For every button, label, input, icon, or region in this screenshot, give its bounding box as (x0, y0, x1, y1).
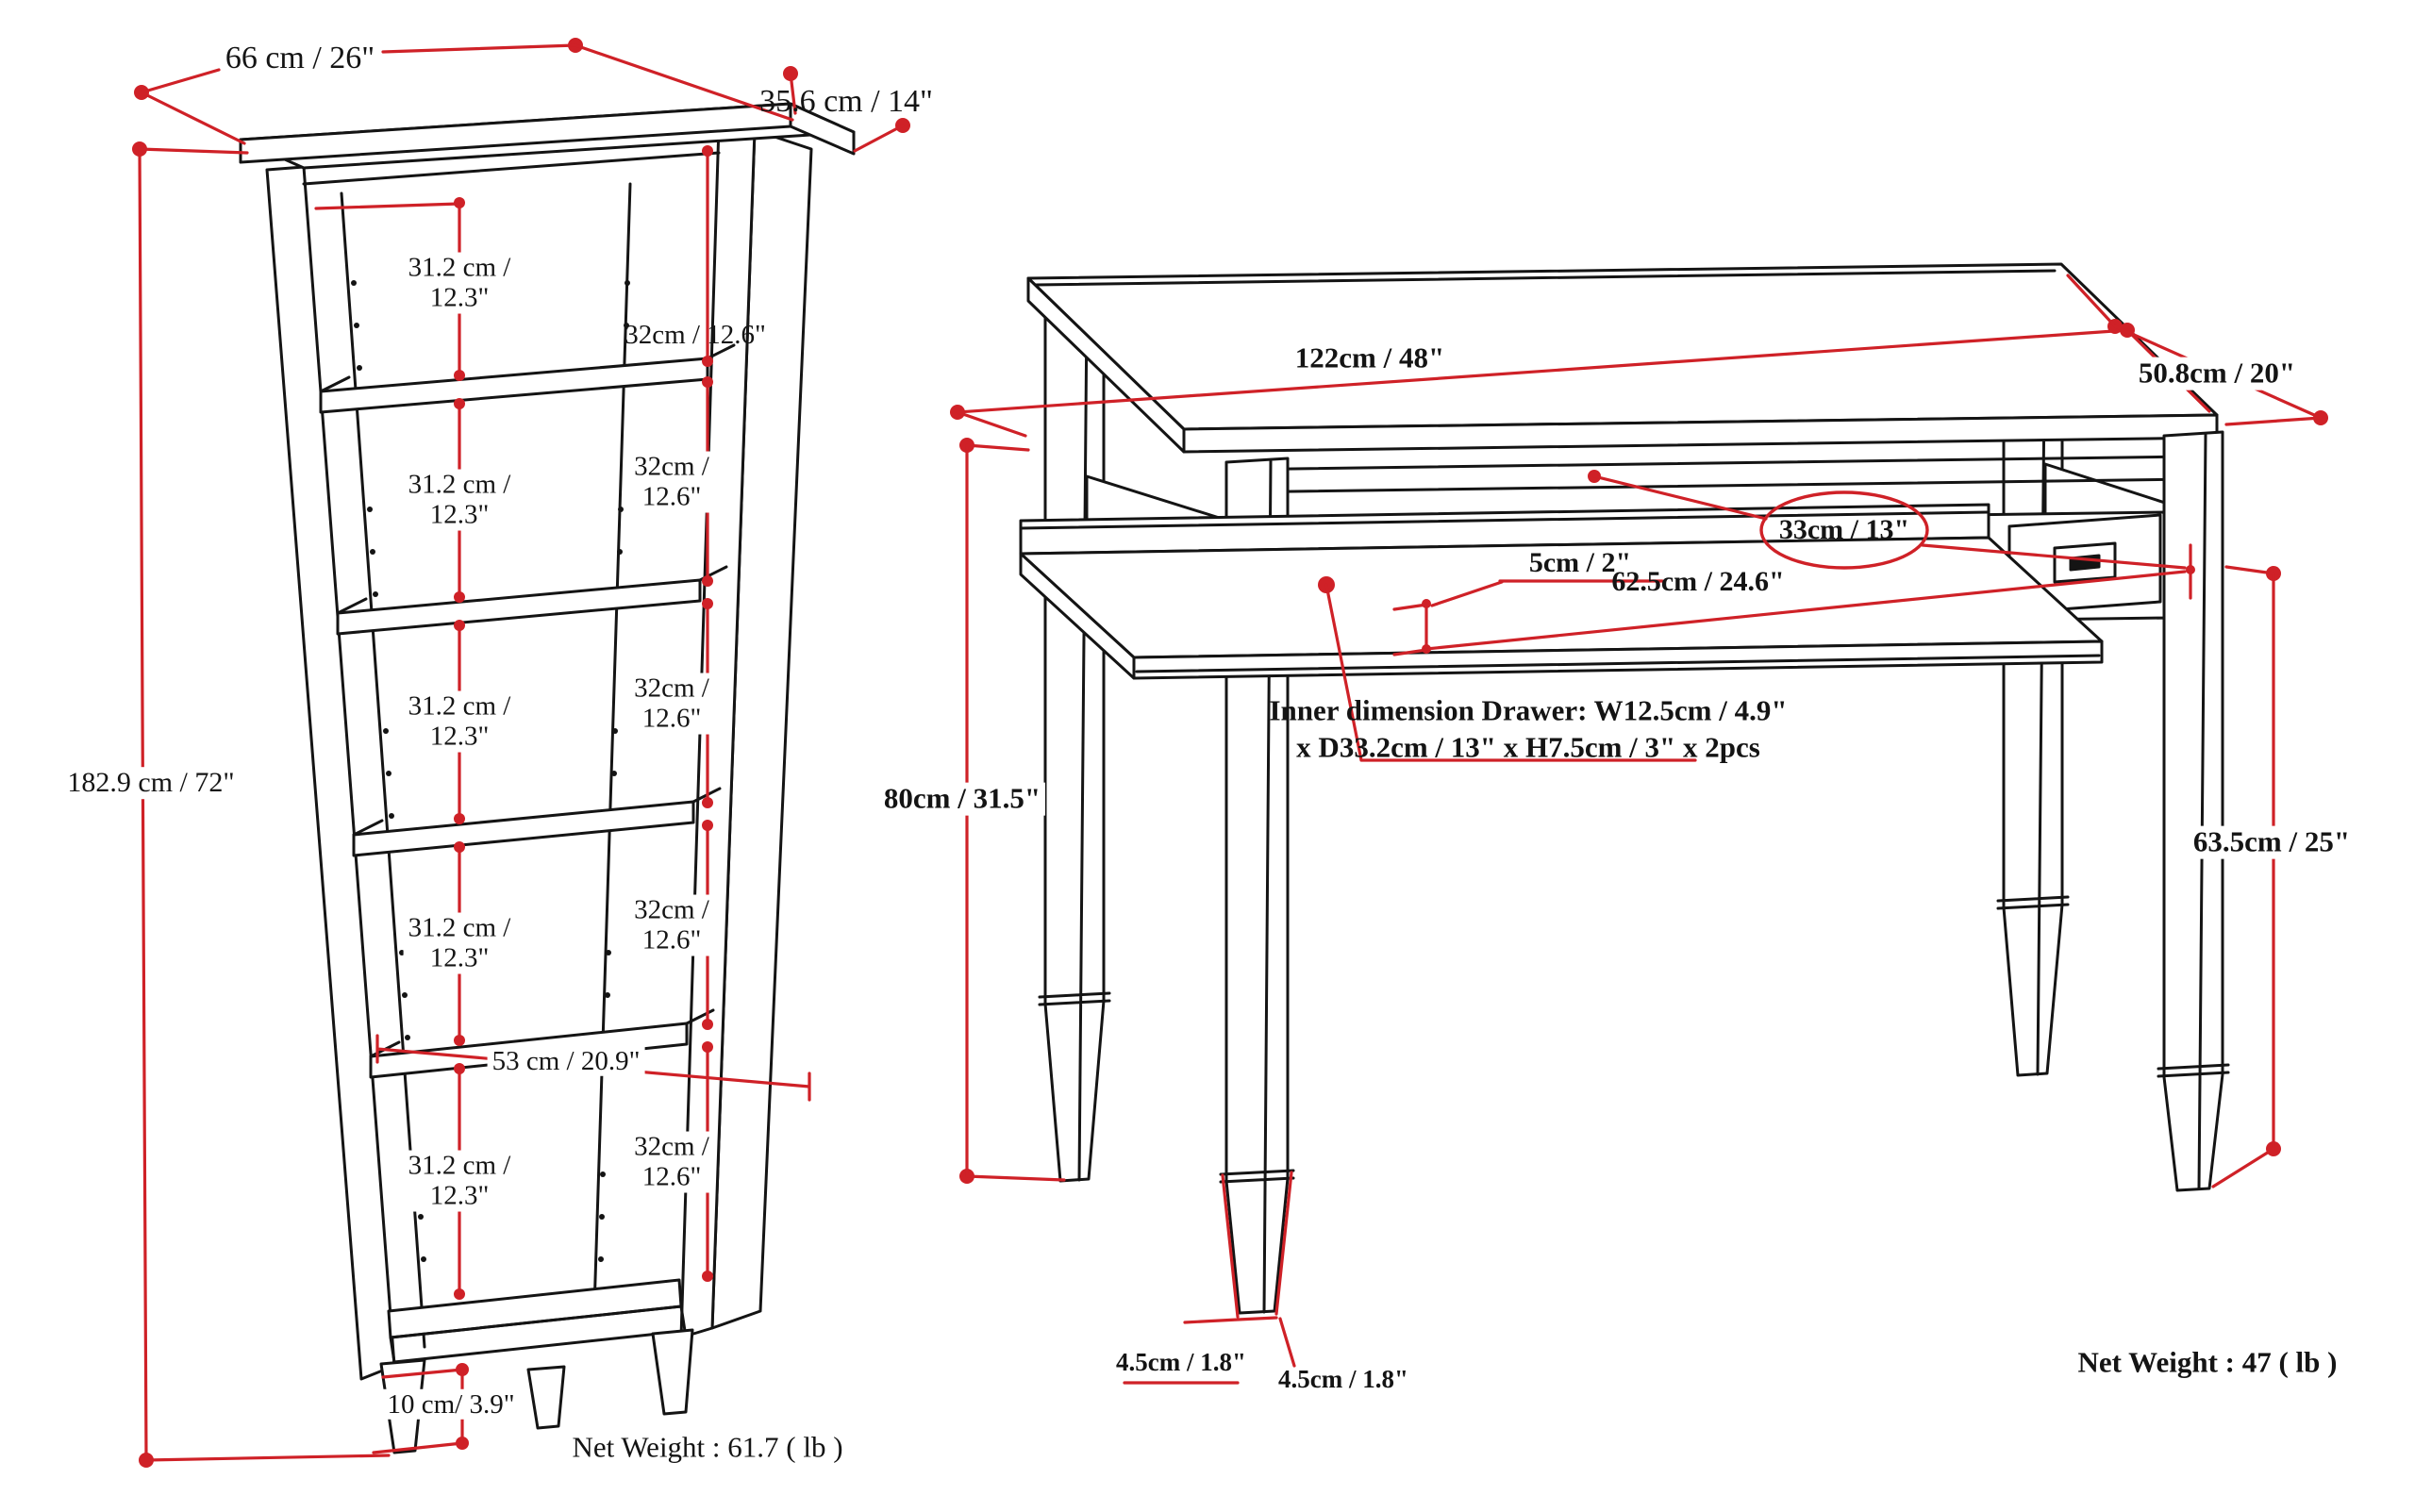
bookcase-pitch-label-1: 32cm / 12.6" (625, 319, 766, 350)
desk-foot-right-label: 4.5cm / 1.8" (1278, 1364, 1408, 1393)
desk-keyboard-tray (1019, 503, 2104, 680)
bookcase-gap-label-1: 31.2 cm /12.3" (403, 252, 516, 314)
desk-net-weight-label: Net Weight : 47 ( lb ) (2077, 1345, 2338, 1379)
bookcase-gap-label-2: 31.2 cm /12.3" (403, 469, 516, 531)
desk-tray-thickness-label: 5cm / 2" (1528, 547, 1632, 579)
desk-tray-depth-label: 33cm / 13" (1778, 514, 1910, 546)
bookcase-pitch-label-4: 32cm /12.6" (629, 894, 714, 956)
bookcase-bottom-board (387, 1278, 683, 1339)
bookcase-gap-label-4: 31.2 cm /12.3" (403, 912, 516, 974)
tray-depth-callout-oval (1759, 490, 1929, 570)
bookcase-left-post (265, 165, 396, 1381)
bookcase-top-board (239, 102, 856, 170)
desk-back-left-leg (1043, 306, 1106, 1183)
desk-height-label: 80cm / 31.5" (878, 782, 1046, 816)
bookcase-gap-label-3: 31.2 cm /12.3" (403, 690, 516, 753)
desk-leg-height-label: 63.5cm / 25" (2188, 825, 2356, 859)
shelf-pin-holes (351, 280, 630, 1262)
bookcase-width-label: 66 cm / 26" (225, 40, 375, 75)
desk-top (1026, 262, 2219, 454)
bookcase-pitch-label-3: 32cm /12.6" (629, 673, 714, 735)
bookcase-height-label: 182.9 cm / 72" (62, 767, 240, 799)
bookcase-gap-label-5: 31.2 cm /12.3" (403, 1150, 516, 1212)
desk-drawer-note: Inner dimension Drawer: W12.5cm / 4.9" x… (1269, 693, 1788, 763)
bookcase-shelf-width-label: 53 cm / 20.9" (487, 1045, 645, 1077)
bookcase-pitch-label-2: 32cm /12.6" (629, 451, 714, 513)
bookcase-net-weight-label: Net Weight : 61.7 ( lb ) (572, 1430, 843, 1464)
bookcase-depth-label: 35.6 cm / 14" (759, 83, 933, 119)
desk-depth-label: 50.8cm / 20" (2133, 357, 2301, 390)
desk-width-label: 122cm / 48" (1290, 341, 1450, 375)
bookcase-line-art (239, 102, 856, 1454)
bookcase-foot-label: 10 cm/ 3.9" (382, 1388, 520, 1421)
desk-foot-left-label: 4.5cm / 1.8" (1116, 1347, 1246, 1376)
bookcase-pitch-label-5: 32cm /12.6" (629, 1131, 714, 1193)
desk-tray-width-label: 62.5cm / 24.6" (1611, 566, 1785, 598)
desk-line-art (1019, 262, 2230, 1315)
